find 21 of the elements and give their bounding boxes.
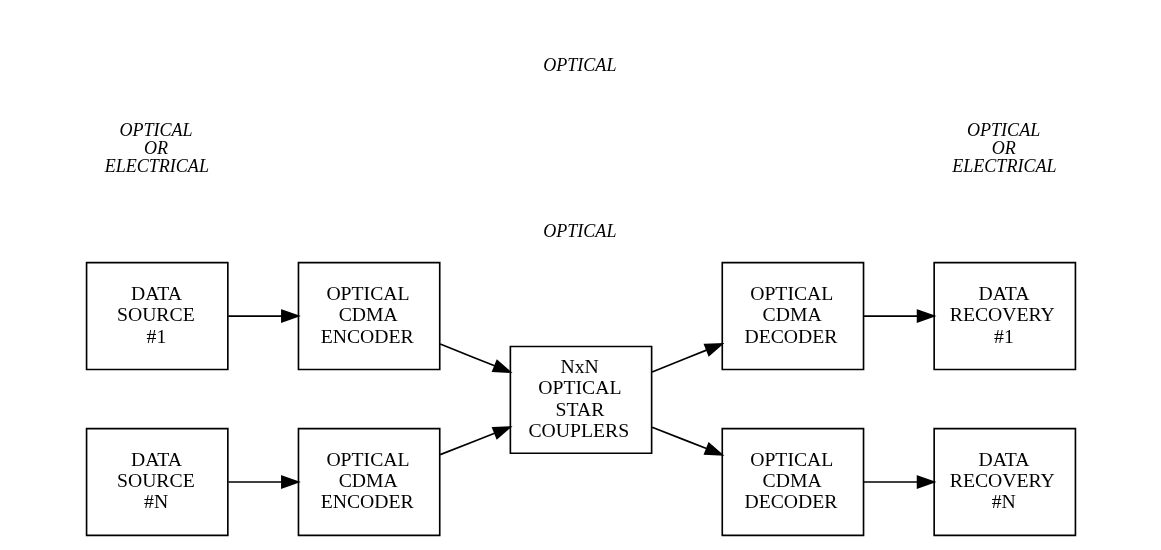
arrow	[438, 426, 512, 456]
arrow	[438, 343, 512, 373]
arrow	[227, 475, 301, 489]
node-box: DATA SOURCE #N	[85, 427, 229, 537]
node-box: DATA RECOVERY #N	[932, 427, 1076, 537]
node-box: DATA RECOVERY #1	[932, 261, 1076, 371]
label: OPTICAL OR ELECTRICAL	[104, 119, 209, 177]
arrow	[862, 309, 936, 323]
node-box: OPTICAL CDMA ENCODER	[297, 261, 441, 371]
node-box: DATA SOURCE #1	[85, 261, 229, 371]
label: OPTICAL OR ELECTRICAL	[951, 119, 1057, 177]
arrow	[862, 475, 936, 489]
arrow	[650, 342, 724, 373]
label: OPTICAL	[542, 54, 616, 75]
node-box: OPTICAL CDMA DECODER	[720, 427, 864, 537]
label: OPTICAL	[542, 220, 616, 241]
node-box: OPTICAL CDMA ENCODER	[297, 427, 441, 537]
arrow	[227, 309, 301, 323]
node-box: OPTICAL CDMA DECODER	[720, 261, 864, 371]
arrow	[650, 426, 724, 456]
node-box: NxN OPTICAL STAR COUPLERS	[509, 345, 652, 455]
